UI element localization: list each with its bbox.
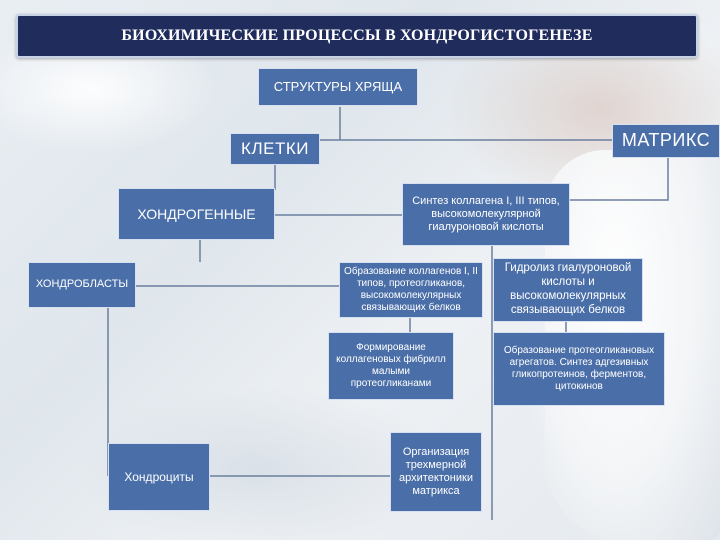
- node-collagen-formation: Образование коллагенов I, II типов, прот…: [339, 262, 483, 318]
- node-hydrolysis: Гидролиз гиалуроновой кислоты и высокомо…: [493, 258, 643, 322]
- node-chondrocytes: Хондроциты: [108, 443, 210, 511]
- page-title: БИОХИМИЧЕСКИЕ ПРОЦЕССЫ В ХОНДРОГИСТОГЕНЕ…: [121, 27, 593, 44]
- node-fibril-formation: Формирование коллагеновых фибрилл малыми…: [328, 332, 454, 400]
- node-chondrogenic: ХОНДРОГЕННЫЕ: [118, 188, 275, 240]
- title-bar: БИОХИМИЧЕСКИЕ ПРОЦЕССЫ В ХОНДРОГИСТОГЕНЕ…: [16, 14, 698, 58]
- node-collagen-synthesis: Синтез коллагена I, III типов, высокомол…: [402, 183, 570, 246]
- node-matrix: МАТРИКС: [612, 124, 720, 158]
- node-cells: КЛЕТКИ: [230, 133, 320, 165]
- node-proteoglycan-aggregates: Образование протеогликановых агрегатов. …: [493, 332, 665, 406]
- connector-matrix: [570, 158, 669, 201]
- node-chondroblasts: ХОНДРОБЛАСТЫ: [28, 262, 136, 308]
- node-architectonics: Организация трехмерной архитектоники мат…: [390, 432, 482, 512]
- node-structures: СТРУКТУРЫ ХРЯЩА: [258, 68, 418, 106]
